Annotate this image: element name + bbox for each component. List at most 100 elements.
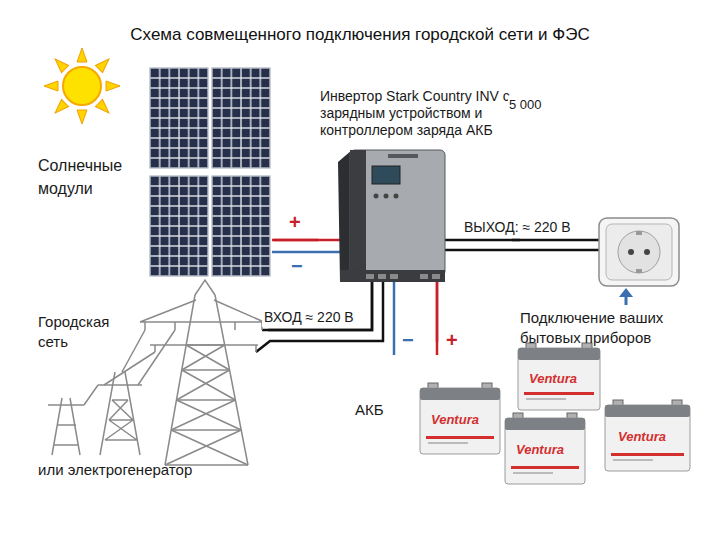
power-tower-part	[165, 345, 248, 465]
inverter-unit-part	[378, 274, 386, 279]
label-slot: −	[401, 329, 415, 352]
wires-part	[445, 239, 599, 242]
wires-part	[393, 282, 396, 355]
label-slot: ВЫХОД: ≈ 220 В	[462, 219, 573, 237]
power-tower-part	[98, 372, 142, 455]
inverter-unit-part	[384, 194, 389, 199]
sun-icon-part	[77, 48, 87, 62]
label-slot: Ventura	[617, 430, 667, 445]
diagram-node: Городская сеть или электрогенератор	[36, 290, 268, 485]
battery	[505, 413, 585, 484]
node-label: Городская сеть	[38, 312, 138, 351]
battery-part	[513, 472, 553, 474]
inverter-unit	[338, 150, 445, 282]
text-slot: Подключение ваших бытовых приборов	[520, 308, 690, 347]
inverter-unit-part	[394, 194, 399, 199]
node-label: или электрогенератор	[38, 460, 263, 480]
sun-icon-part	[77, 110, 87, 124]
wire-connector	[512, 239, 520, 242]
battery-part	[420, 388, 500, 400]
pointer-arrow-part	[619, 288, 633, 297]
solar-panels-part	[212, 176, 270, 276]
inverter-unit-part	[350, 150, 445, 276]
sun-icon-part	[95, 56, 112, 73]
solar-panels-part	[150, 176, 208, 276]
solar-panels-part	[150, 176, 208, 276]
model-number: 5 000	[508, 98, 543, 113]
wires-part	[272, 251, 342, 254]
battery	[420, 383, 500, 454]
label-slot: +	[445, 329, 459, 352]
inverter-unit-part	[420, 274, 428, 279]
battery-part	[518, 348, 600, 410]
wires-part	[272, 239, 340, 242]
text-slot: Солнечные модули	[38, 154, 148, 200]
battery-part	[420, 388, 500, 454]
solar-panels-part	[212, 176, 270, 276]
diagram-title: Схема совмещенного подключения городской…	[0, 24, 720, 45]
wires-part	[256, 282, 383, 352]
diagram-node: Солнечные модули	[36, 66, 274, 280]
solar-panels	[150, 68, 270, 276]
inverter-unit-part	[366, 274, 374, 279]
title-slot: Схема совмещенного подключения городской…	[0, 24, 720, 45]
polarity-sign: +	[288, 211, 302, 234]
battery-part	[505, 418, 585, 430]
inverter-unit-part	[390, 274, 398, 279]
solar-panels-part	[212, 68, 270, 168]
wall-socket-part	[636, 231, 642, 235]
label-slot: Ventura	[528, 372, 578, 387]
battery-part	[605, 405, 690, 471]
wall-socket-part	[636, 269, 642, 273]
battery-part	[428, 442, 468, 444]
label-slot: ВХОД ≈ 220 В	[262, 309, 356, 327]
inverter-unit-part	[340, 270, 445, 282]
node-label: Подключение ваших бытовых приборов	[520, 308, 690, 347]
power-tower	[48, 280, 264, 465]
wires-part	[436, 282, 439, 355]
sun-icon-part	[52, 99, 69, 116]
label-slot: +	[288, 211, 302, 234]
polarity-sign: −	[290, 255, 304, 278]
inverter-unit-part	[374, 194, 379, 199]
battery-part	[505, 418, 585, 484]
wires-part	[445, 249, 599, 252]
brand-label: Ventura	[617, 430, 667, 445]
battery-part	[426, 436, 494, 439]
solar-panels-part	[150, 68, 208, 168]
battery-part	[524, 392, 594, 395]
inverter-unit-part	[372, 166, 400, 184]
label-slot: Ventura	[515, 443, 565, 458]
wall-socket-part	[599, 218, 679, 286]
label-slot: −	[290, 255, 304, 278]
wall-socket-part	[618, 231, 660, 273]
brand-label: Ventura	[430, 413, 480, 428]
sun-icon-part	[52, 56, 69, 73]
polarity-sign: +	[445, 329, 459, 352]
node-label: АКБ	[355, 400, 405, 420]
inverter-unit-part	[350, 150, 366, 276]
sun-icon-part	[106, 81, 120, 91]
solar-panels-part	[212, 68, 270, 168]
polarity-sign: −	[401, 329, 415, 352]
sun-icon	[44, 48, 120, 124]
label-slot: Ventura	[430, 413, 480, 428]
battery	[605, 400, 690, 471]
wall-socket-part	[606, 224, 672, 280]
wire-connector	[274, 239, 318, 242]
node-label: Солнечные модули	[38, 154, 148, 200]
wire-label: ВЫХОД: ≈ 220 В	[462, 219, 573, 237]
power-tower-part	[48, 385, 98, 455]
battery-part	[605, 405, 690, 417]
brand-label: Ventura	[528, 372, 578, 387]
pointer-arrow	[619, 288, 633, 305]
wall-socket-part	[628, 249, 634, 255]
battery	[518, 343, 600, 410]
battery-part	[613, 459, 653, 461]
sun-icon-part	[95, 99, 112, 116]
